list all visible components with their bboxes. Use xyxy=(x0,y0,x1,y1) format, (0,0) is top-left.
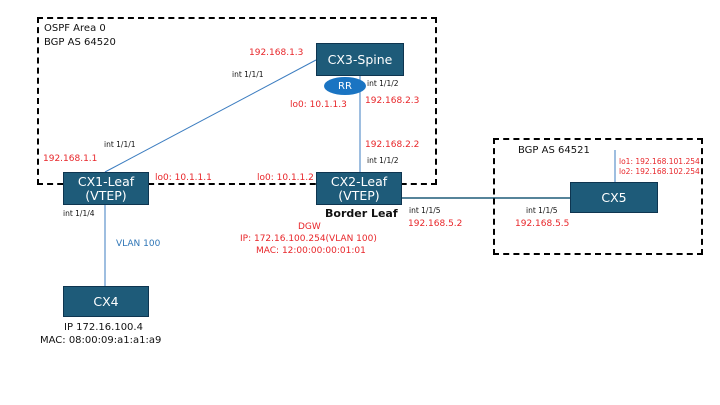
cx5-node[interactable]: CX5 xyxy=(570,182,658,213)
cx2-int2-ip: 192.168.2.2 xyxy=(365,140,420,150)
border-leaf-label: Border Leaf xyxy=(325,207,398,220)
bgp-as-label-2: BGP AS 64521 xyxy=(518,145,590,156)
cx2-int2-port: int 1/1/2 xyxy=(367,156,399,165)
cx2-name: CX2-Leaf xyxy=(330,173,388,189)
dgw-mac: MAC: 12:00:00:00:01:01 xyxy=(256,246,366,256)
dgw-label: DGW xyxy=(298,222,321,232)
ospf-area-0-box xyxy=(37,17,437,185)
cx3-int1-ip: 192.168.1.3 xyxy=(249,48,304,58)
cx1-leaf-node[interactable]: CX1-Leaf (VTEP) xyxy=(63,172,149,205)
cx5-lo1: lo1: 192.168.101.254 xyxy=(619,157,700,166)
cx1-int1-port: int 1/1/1 xyxy=(104,140,136,149)
cx3-int1-port: int 1/1/1 xyxy=(232,70,264,79)
bgp-as-64521-box xyxy=(493,138,703,255)
cx4-host-node[interactable]: CX4 xyxy=(63,286,149,317)
cx4-mac: MAC: 08:00:09:a1:a1:a9 xyxy=(40,335,162,346)
cx1-int4-port: int 1/1/4 xyxy=(63,209,95,218)
vlan-100-label: VLAN 100 xyxy=(116,239,161,249)
cx2-role: (VTEP) xyxy=(338,187,380,203)
route-reflector-badge: RR xyxy=(324,77,366,95)
cx5-lo2: lo2: 192.168.102.254 xyxy=(619,167,700,176)
cx2-loopback: lo0: 10.1.1.2 xyxy=(257,173,314,183)
cx4-name: CX4 xyxy=(93,293,119,309)
cx3-int2-port: int 1/1/2 xyxy=(367,79,399,88)
dgw-ip: IP: 172.16.100.254(VLAN 100) xyxy=(240,234,377,244)
cx1-role: (VTEP) xyxy=(85,187,127,203)
cx3-loopback: lo0: 10.1.1.3 xyxy=(290,100,347,110)
cx2-int5-ip: 192.168.5.2 xyxy=(408,219,463,229)
cx3-spine-node[interactable]: CX3-Spine xyxy=(316,43,404,76)
cx2-leaf-node[interactable]: CX2-Leaf (VTEP) xyxy=(316,172,402,205)
cx1-int1-ip: 192.168.1.1 xyxy=(43,154,98,164)
ospf-area-label: OSPF Area 0 xyxy=(44,23,106,34)
cx1-loopback: lo0: 10.1.1.1 xyxy=(155,173,212,183)
link-cx1-cx3 xyxy=(104,59,317,173)
cx3-int2-ip: 192.168.2.3 xyxy=(365,96,420,106)
cx2-int5-port: int 1/1/5 xyxy=(409,206,441,215)
cx1-name: CX1-Leaf xyxy=(77,173,135,189)
cx5-int5-ip: 192.168.5.5 xyxy=(515,219,570,229)
cx4-ip: IP 172.16.100.4 xyxy=(64,322,143,333)
bgp-as-label: BGP AS 64520 xyxy=(44,37,116,48)
cx3-name: CX3-Spine xyxy=(327,51,393,67)
cx5-name: CX5 xyxy=(601,189,627,205)
cx5-int5-port: int 1/1/5 xyxy=(526,206,558,215)
